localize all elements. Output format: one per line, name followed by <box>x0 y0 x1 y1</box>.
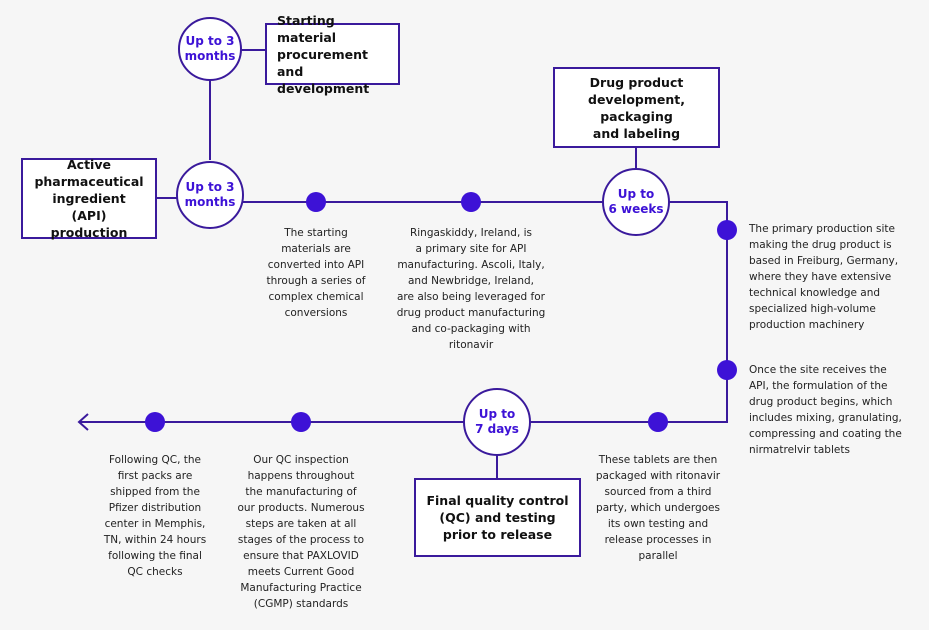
desc-freiburg: The primary production site making the d… <box>749 223 899 331</box>
node-dot-inspection <box>291 412 311 432</box>
duration-circle-qc <box>463 388 531 456</box>
duration-label-starting-material: Up to 3 months <box>184 34 236 63</box>
duration-label-drug-product: Up to 6 weeks <box>608 187 664 216</box>
node-dot-freiburg <box>717 220 737 240</box>
duration-circle-drug-product <box>602 168 670 236</box>
line-right-return <box>529 201 728 423</box>
duration-label-qc: Up to 7 days <box>475 407 519 436</box>
desc-shipping: Following QC, the first packs are shippe… <box>103 454 207 578</box>
duration-label-api: Up to 3 months <box>184 180 236 209</box>
node-dot-conversion <box>306 192 326 212</box>
desc-conversion: The starting materials are converted int… <box>266 227 366 319</box>
duration-circle-starting-material <box>178 17 242 81</box>
node-dot-formulation <box>717 360 737 380</box>
desc-ringaskiddy: Ringaskiddy, Ireland, is a primary site … <box>396 227 546 351</box>
desc-packaging: These tablets are then packaged with rit… <box>595 454 721 562</box>
desc-formulation: Once the site receives the API, the form… <box>749 364 902 456</box>
stage-box-drug-product: Drug product development, packaging and … <box>553 67 720 148</box>
duration-circle-api <box>176 161 244 229</box>
stage-box-qc: Final quality control (QC) and testing p… <box>414 478 581 557</box>
connector-lines <box>77 49 728 478</box>
desc-inspection: Our QC inspection happens throughout the… <box>237 454 365 610</box>
node-dot-shipping <box>145 412 165 432</box>
stage-box-api: Active pharmaceutical ingredient (API) p… <box>21 157 157 240</box>
duration-circles <box>176 17 670 456</box>
node-dot-ringaskiddy <box>461 192 481 212</box>
node-dot-packaging <box>648 412 668 432</box>
arrow-head <box>77 413 89 431</box>
nodes <box>145 192 737 432</box>
stage-box-starting-material: Starting material procurement and develo… <box>265 13 400 96</box>
